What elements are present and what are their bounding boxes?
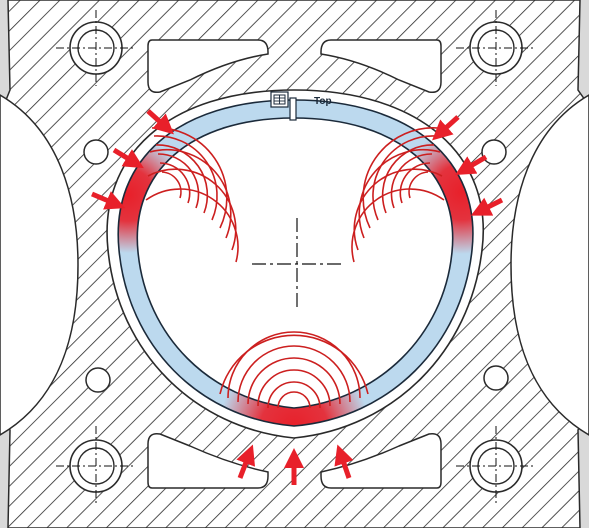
force-arrows	[91, 109, 504, 485]
ring-maker-logo	[270, 91, 289, 108]
force-arrow-right-3	[470, 197, 504, 216]
ring-gap	[289, 97, 297, 121]
oil-hole-top-right	[481, 139, 507, 165]
right-neighbour-bore	[510, 94, 589, 436]
left-neighbour-bore	[0, 94, 79, 436]
water-slot-top-left	[147, 39, 269, 94]
ring-top-marking: Top	[314, 96, 332, 107]
force-arrow-bottom-1	[236, 444, 256, 479]
oil-hole-bottom-right	[483, 365, 509, 391]
bolt-hole-top-left	[56, 10, 136, 86]
force-arrow-left-1	[146, 109, 174, 135]
water-slot-bottom-left	[147, 432, 269, 489]
bolt-hole-bottom-left	[56, 426, 136, 506]
water-slot-bottom-right	[320, 432, 442, 489]
pressure-arcs-right	[351, 127, 445, 263]
bore-centerline	[252, 218, 342, 310]
force-arrow-bottom-3	[334, 444, 354, 479]
bolt-hole-bottom-right	[456, 426, 536, 506]
pressure-arcs-bottom	[219, 331, 369, 409]
force-arrow-right-2	[455, 154, 488, 176]
oil-hole-top-left	[83, 139, 109, 165]
force-arrow-left-3	[91, 191, 126, 210]
force-arrow-right-1	[432, 115, 460, 141]
bolt-hole-top-right	[456, 10, 536, 86]
oil-hole-bottom-left	[85, 367, 111, 393]
water-slot-top-right	[320, 39, 442, 94]
force-arrow-left-2	[112, 147, 144, 169]
